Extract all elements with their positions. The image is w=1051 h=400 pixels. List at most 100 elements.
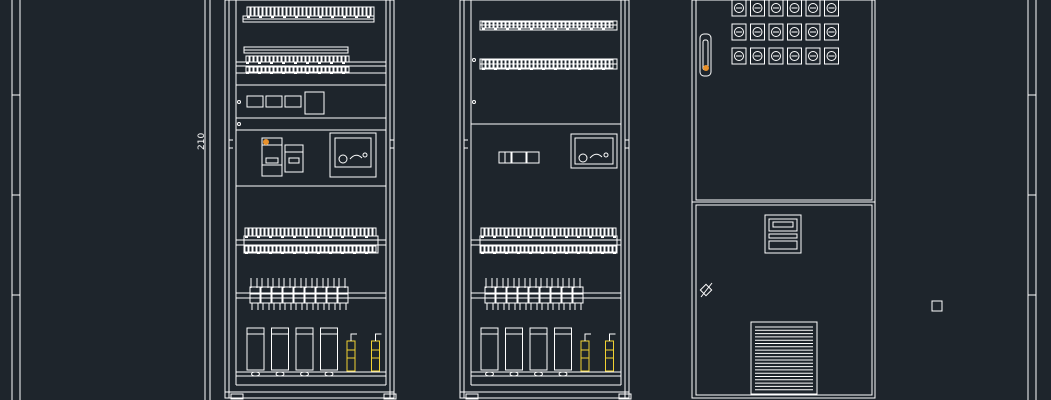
terminal xyxy=(325,66,330,73)
terminal xyxy=(330,6,335,17)
terminal xyxy=(516,245,521,253)
terminal-marker xyxy=(565,252,568,254)
terminal-marker xyxy=(259,16,262,18)
terminal-marker xyxy=(541,252,544,254)
indicator-lamp xyxy=(824,0,839,17)
capacitor-cap xyxy=(295,327,314,335)
relay-terminals xyxy=(245,55,350,74)
indicator-lamp xyxy=(824,47,839,65)
dimension-label: 210 xyxy=(197,133,207,150)
fuse-holder xyxy=(293,286,305,304)
terminal-marker xyxy=(329,252,332,254)
terminal xyxy=(480,245,485,253)
fuse-holder xyxy=(271,286,283,304)
terminal xyxy=(544,227,549,237)
terminal xyxy=(334,6,339,17)
terminal xyxy=(304,245,309,253)
terminal xyxy=(312,227,317,237)
terminal xyxy=(281,55,286,63)
terminal-marker xyxy=(505,252,508,254)
capacitor-base xyxy=(324,371,334,377)
indicator-lamp-lens xyxy=(734,51,744,61)
terminal xyxy=(260,227,265,237)
capacitor-cap xyxy=(271,327,289,335)
terminal xyxy=(300,245,305,253)
terminal xyxy=(257,55,262,63)
reactor-lead xyxy=(584,333,591,341)
terminal-marker xyxy=(330,72,333,74)
terminal-marker xyxy=(365,252,368,254)
terminal xyxy=(256,245,261,253)
terminal xyxy=(248,245,253,253)
indicator-lamp xyxy=(731,23,747,41)
terminal xyxy=(289,55,294,63)
indicator-lamp xyxy=(731,0,747,17)
fuse-holder xyxy=(260,286,272,304)
terminal xyxy=(249,66,254,73)
terminal xyxy=(277,66,282,73)
terminal xyxy=(337,66,342,73)
terminal xyxy=(338,6,343,17)
terminal xyxy=(305,66,310,73)
reactor xyxy=(580,340,590,372)
terminal xyxy=(301,55,306,63)
terminal xyxy=(528,245,533,253)
terminal-marker xyxy=(566,68,569,70)
terminal-marker xyxy=(565,236,568,238)
terminal xyxy=(336,245,341,253)
terminal xyxy=(298,6,303,17)
terminal-marker xyxy=(331,16,334,18)
controller-display xyxy=(764,214,802,254)
terminal xyxy=(525,59,530,69)
terminal xyxy=(345,55,350,63)
indicator-lamp xyxy=(805,47,821,65)
terminal xyxy=(488,245,493,253)
terminal-marker xyxy=(246,62,249,64)
terminal xyxy=(568,245,573,253)
terminal-marker xyxy=(613,236,616,238)
terminal xyxy=(296,245,301,253)
indicator-lamp xyxy=(768,47,784,65)
terminal-marker xyxy=(270,62,273,64)
terminal xyxy=(489,59,494,69)
terminal xyxy=(581,59,586,69)
indicator-lamp-lens xyxy=(752,51,763,61)
terminal xyxy=(345,66,350,73)
terminal xyxy=(244,245,249,253)
terminal xyxy=(549,21,554,29)
terminal xyxy=(496,227,501,237)
terminal xyxy=(269,66,274,73)
terminal-marker xyxy=(529,236,532,238)
terminal-marker xyxy=(542,68,545,70)
terminal xyxy=(521,59,526,69)
terminal xyxy=(544,245,549,253)
terminal xyxy=(532,227,537,237)
terminal-marker xyxy=(553,236,556,238)
indicator-lamp-lens xyxy=(771,51,781,61)
fuse-holder xyxy=(495,286,507,304)
terminal-marker xyxy=(481,252,484,254)
terminal-marker xyxy=(602,68,605,70)
terminal-marker xyxy=(281,236,284,238)
terminal xyxy=(293,66,298,73)
terminal xyxy=(592,245,597,253)
terminal-marker xyxy=(342,72,345,74)
terminal xyxy=(366,6,371,17)
terminal xyxy=(576,245,581,253)
terminal xyxy=(277,55,282,63)
right-frame xyxy=(931,0,1037,400)
capacitor xyxy=(295,333,314,371)
terminal xyxy=(580,245,585,253)
terminal-marker xyxy=(341,236,344,238)
terminal-marker xyxy=(305,252,308,254)
indicator-lamp xyxy=(768,23,784,41)
reactor xyxy=(605,340,614,372)
terminal-marker xyxy=(258,62,261,64)
indicator-lamp-lens xyxy=(789,27,800,37)
terminal xyxy=(358,6,363,17)
indicator-lamp xyxy=(768,0,784,17)
terminal-marker xyxy=(306,72,309,74)
terminal xyxy=(352,245,357,253)
terminal xyxy=(497,59,502,69)
terminal xyxy=(561,59,566,69)
